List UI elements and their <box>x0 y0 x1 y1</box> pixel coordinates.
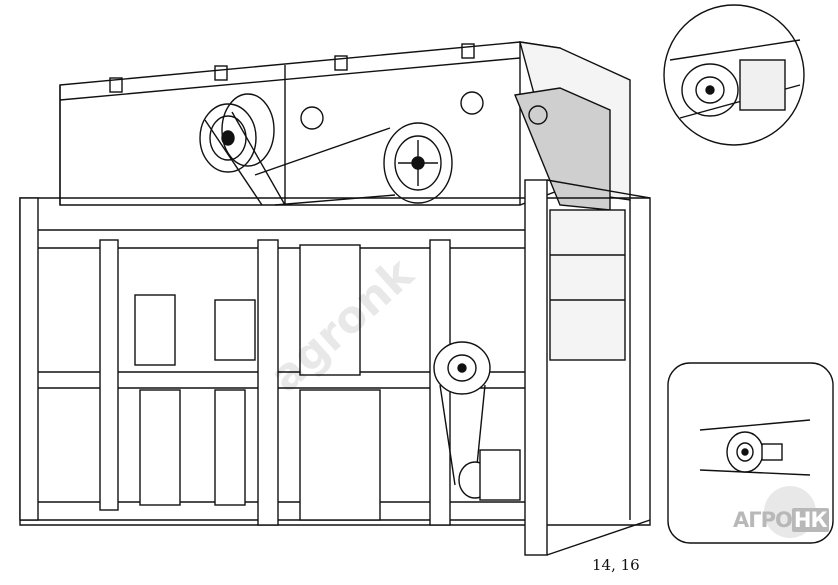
detail-inset-top <box>663 4 805 146</box>
logo-box: НК <box>791 508 829 532</box>
drive-belts <box>204 111 396 206</box>
pulley-upper-left <box>199 93 275 173</box>
lower-drive <box>433 341 521 501</box>
pulley-upper-right <box>383 122 453 204</box>
frame <box>19 179 651 556</box>
inner-plates <box>134 209 626 521</box>
logo-prefix: АГРО <box>733 508 793 532</box>
brand-logo: АГРОНК <box>733 508 829 532</box>
figure-caption: 14, 16 <box>592 556 640 574</box>
